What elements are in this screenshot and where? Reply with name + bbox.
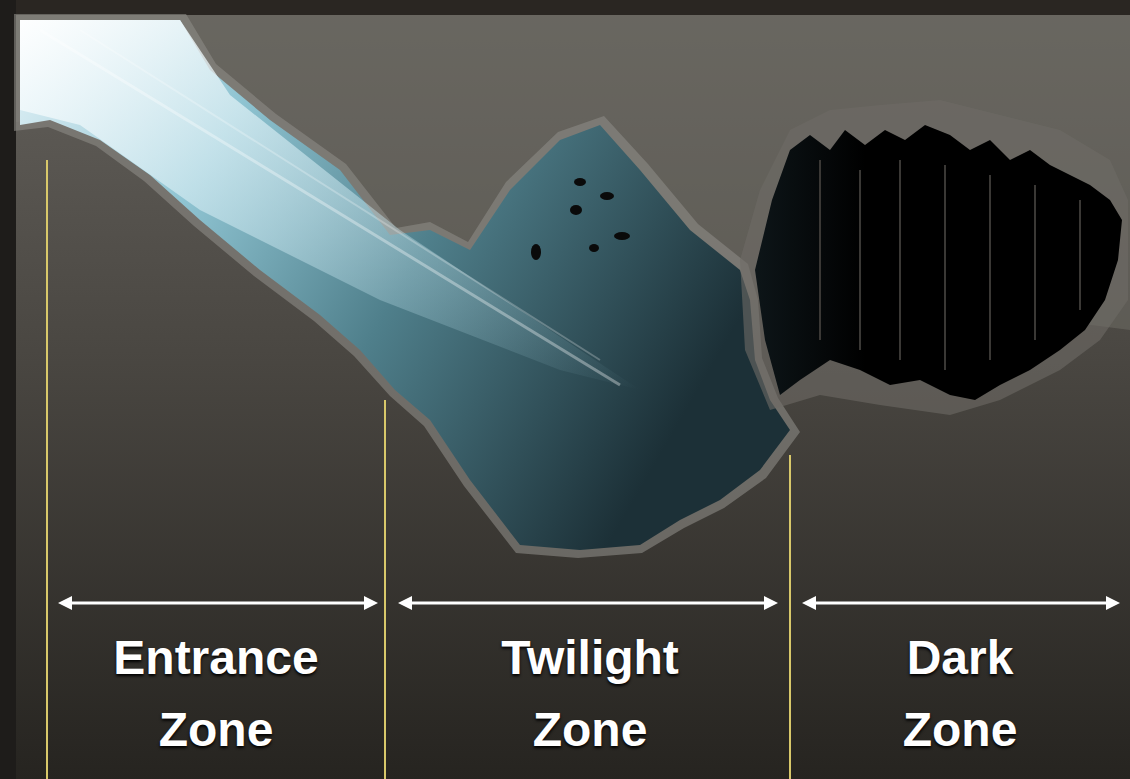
zone-label-slot: Dark Zone <box>865 622 1055 766</box>
dark-passage <box>755 125 1122 400</box>
dark-zone-halo <box>740 100 1128 415</box>
span-arrows <box>58 596 1120 610</box>
dark-streaks <box>820 160 1080 370</box>
zone-label-slot: Twilight Zone <box>465 622 715 766</box>
light-ray <box>40 30 620 385</box>
light-beam <box>20 20 640 390</box>
frame-left <box>0 0 16 779</box>
zone-label: Entrance Zone <box>91 622 341 766</box>
zone-label: Twilight Zone <box>465 622 715 766</box>
bats <box>531 178 630 260</box>
zone-label-slot: Entrance Zone <box>91 622 341 766</box>
zone-label: Dark Zone <box>865 622 1055 766</box>
cave-passage <box>20 20 790 550</box>
light-ray <box>80 30 600 360</box>
cave-rim <box>14 14 800 558</box>
frame-top <box>0 0 1130 15</box>
zone-boundary <box>47 160 790 779</box>
